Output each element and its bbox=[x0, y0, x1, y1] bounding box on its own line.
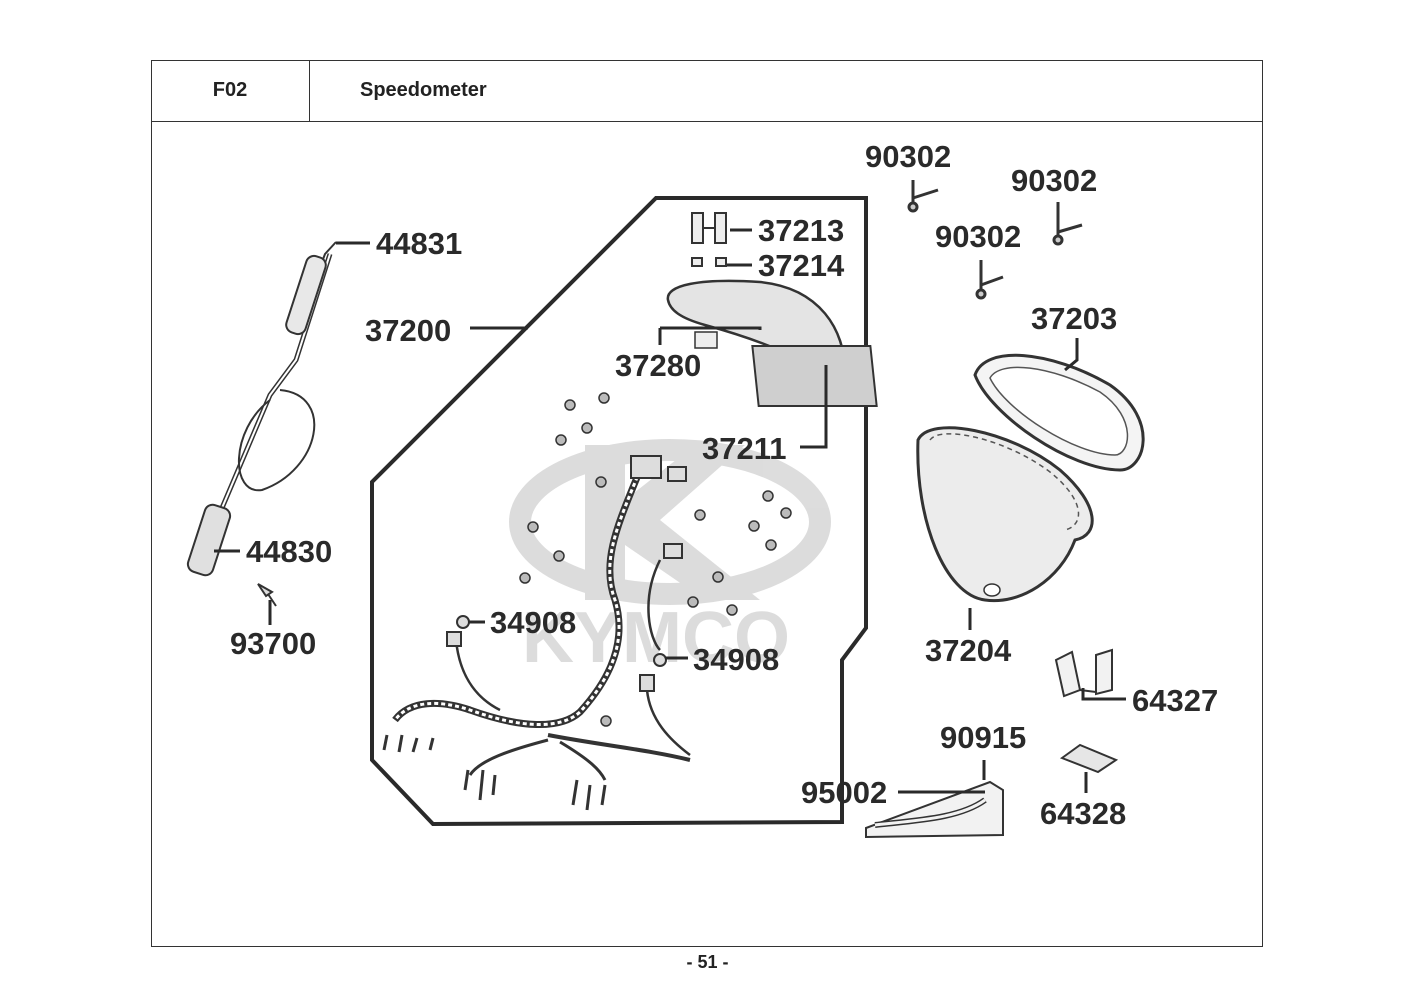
wiring-harness bbox=[392, 455, 691, 781]
speedometer-body bbox=[666, 279, 878, 407]
terminal-connectors bbox=[382, 734, 607, 811]
part-90302-c: 90302 bbox=[935, 219, 1021, 254]
small-screws bbox=[519, 392, 792, 727]
diagram-frame bbox=[151, 60, 1263, 947]
pad-64328 bbox=[1059, 743, 1119, 774]
bulb-socket-34908-a bbox=[446, 615, 470, 647]
part-37203: 37203 bbox=[1031, 301, 1117, 336]
part-44831: 44831 bbox=[376, 226, 462, 261]
part-44830: 44830 bbox=[246, 534, 332, 569]
kymco-watermark: KYMCO bbox=[509, 439, 831, 678]
part-34908-a: 34908 bbox=[490, 605, 576, 640]
page-number: - 51 - bbox=[686, 952, 729, 972]
screws-90302 bbox=[907, 180, 1083, 300]
housing-37204 bbox=[916, 426, 1094, 603]
plate-95002 bbox=[865, 780, 1004, 839]
cover-ring-37203 bbox=[973, 353, 1145, 472]
part-37214: 37214 bbox=[758, 248, 845, 283]
speedometer-cable bbox=[186, 241, 337, 577]
part-90302-b: 90302 bbox=[1011, 163, 1097, 198]
leader-lines bbox=[214, 228, 1126, 794]
part-90915: 90915 bbox=[940, 720, 1026, 755]
bulb-socket-34908-b bbox=[639, 653, 667, 692]
part-37213: 37213 bbox=[758, 213, 844, 248]
part-37200: 37200 bbox=[365, 313, 451, 348]
page-title: Speedometer bbox=[310, 60, 1263, 122]
screw-93700 bbox=[257, 583, 277, 607]
part-90302-a: 90302 bbox=[865, 139, 951, 174]
part-37211: 37211 bbox=[702, 431, 787, 466]
part-95002: 95002 bbox=[801, 775, 887, 810]
sockets-37214 bbox=[691, 257, 727, 267]
part-64328: 64328 bbox=[1040, 796, 1126, 831]
clip-64327 bbox=[1054, 648, 1113, 698]
part-64327: 64327 bbox=[1132, 683, 1218, 718]
assembly-outline bbox=[370, 196, 868, 827]
part-37204: 37204 bbox=[925, 633, 1012, 668]
part-37280: 37280 bbox=[615, 348, 701, 383]
part-93700: 93700 bbox=[230, 626, 316, 661]
section-code: F02 bbox=[151, 60, 310, 122]
part-34908-b: 34908 bbox=[693, 642, 779, 677]
bulbs-37213 bbox=[691, 212, 727, 244]
